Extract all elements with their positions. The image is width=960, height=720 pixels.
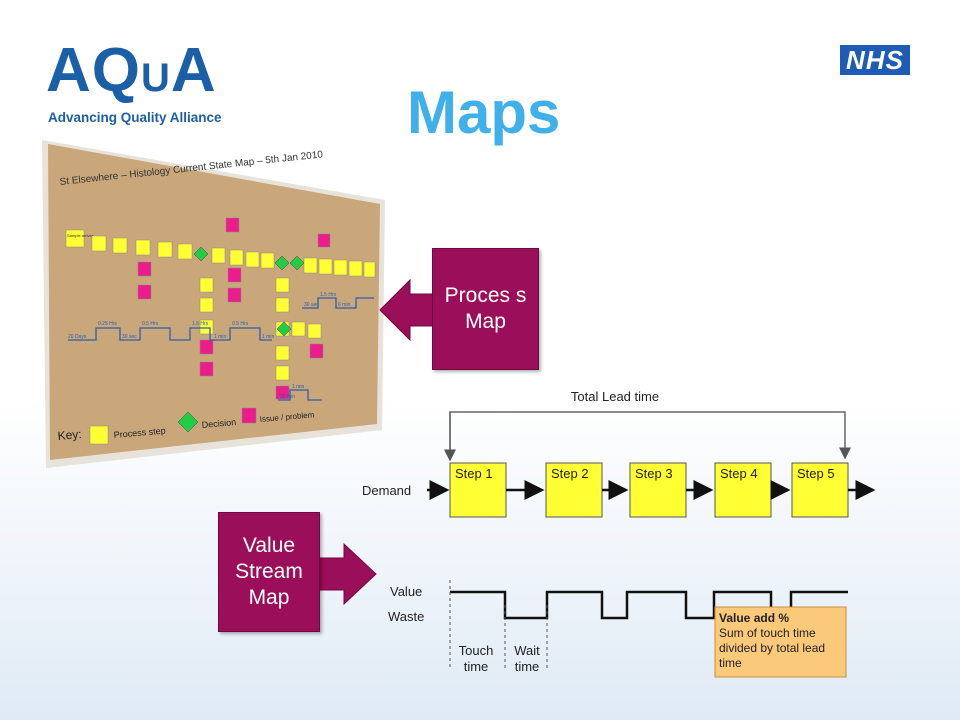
svg-text:30 sec: 30 sec: [304, 302, 319, 308]
svg-text:1 min: 1 min: [292, 384, 304, 390]
board-timeline-right: [302, 297, 374, 309]
key-decision-swatch: [177, 411, 199, 433]
step-3-box: [629, 462, 687, 518]
key-label: Key:: [57, 427, 82, 443]
value-add-line-2: divided by total lead: [719, 641, 825, 655]
svg-text:30 sec: 30 sec: [122, 334, 137, 340]
value-stream-diagram: Total Lead time Demand Step 1 Step 2 Ste…: [362, 389, 876, 678]
note-sample-arrives: [65, 229, 85, 248]
step-1-label: Step 1: [455, 466, 493, 481]
aqua-logo: AQUA: [46, 40, 217, 109]
svg-text:6 min: 6 min: [338, 302, 350, 308]
value-stream-arrow: [316, 542, 377, 606]
step-2-label: Step 2: [551, 466, 589, 481]
svg-text:1 min: 1 min: [214, 334, 226, 340]
logo-tagline: Advancing Quality Alliance: [48, 110, 222, 125]
svg-text:1.5 Hrs: 1.5 Hrs: [192, 321, 209, 327]
svg-text:0.25 Hrs: 0.25 Hrs: [98, 321, 117, 327]
step-boxes: Step 1 Step 2 Step 3 Step 4 Step 5: [449, 462, 849, 518]
svg-text:1 min: 1 min: [262, 334, 274, 340]
key-process-label: Process step: [113, 425, 166, 439]
wait-time-label-2: time: [515, 659, 540, 674]
value-add-line-3: time: [719, 656, 742, 670]
svg-text:20 Days: 20 Days: [68, 334, 87, 340]
step-4-box: [714, 462, 772, 518]
page-title: Maps: [407, 79, 561, 146]
touch-time-label-2: time: [464, 659, 489, 674]
svg-text:0.5 Hrs: 0.5 Hrs: [232, 321, 249, 327]
process-map-callout: Proces s Map: [432, 248, 539, 370]
value-add-title: Value add %: [719, 611, 789, 625]
lead-time-bracket: [449, 411, 851, 460]
svg-text:30 min: 30 min: [280, 394, 295, 400]
process-map-arrow: [379, 278, 435, 342]
total-lead-time-label: Total Lead time: [571, 389, 659, 404]
logo-letter-a: A: [170, 36, 217, 105]
demand-label: Demand: [362, 483, 411, 498]
board-timeline-bottom: [278, 389, 322, 401]
svg-text:0.5 Hrs: 0.5 Hrs: [142, 321, 159, 327]
step-3-label: Step 3: [635, 466, 673, 481]
value-stream-callout: Value Stream Map: [218, 512, 320, 632]
nhs-logo: NHS: [840, 45, 910, 75]
value-add-note: [714, 606, 847, 678]
key-issue-swatch: [241, 407, 257, 424]
wait-time-label-1: Wait: [514, 643, 540, 658]
touch-time-label-1: Touch: [459, 643, 494, 658]
step-1-box: [449, 462, 507, 518]
decision-diamonds: [193, 246, 305, 337]
step-4-label: Step 4: [720, 466, 758, 481]
process-steps-row1: [91, 235, 376, 381]
board-timeline-left: [68, 327, 272, 341]
process-map-photo: St Elsewhere – Histology Current State M…: [42, 140, 385, 468]
logo-letter-u: U: [141, 56, 171, 100]
step-2-box: [545, 462, 603, 518]
logo-letters-aq: AQ: [46, 36, 141, 105]
board-surface: [48, 144, 380, 460]
waste-label: Waste: [388, 609, 424, 624]
step-5-box: [791, 462, 849, 518]
key-process-swatch: [89, 425, 109, 445]
note-text: Sample arrives: [67, 233, 94, 238]
svg-text:1.5 Hrs: 1.5 Hrs: [320, 292, 337, 298]
value-label: Value: [390, 584, 422, 599]
issue-notes: [137, 217, 331, 400]
board-timeline-labels: 20 Days 0.25 Hrs 30 sec 0.5 Hrs 1.5 Hrs …: [68, 292, 350, 400]
step-5-label: Step 5: [797, 466, 835, 481]
value-add-line-1: Sum of touch time: [719, 626, 816, 640]
key-decision-label: Decision: [201, 417, 236, 430]
